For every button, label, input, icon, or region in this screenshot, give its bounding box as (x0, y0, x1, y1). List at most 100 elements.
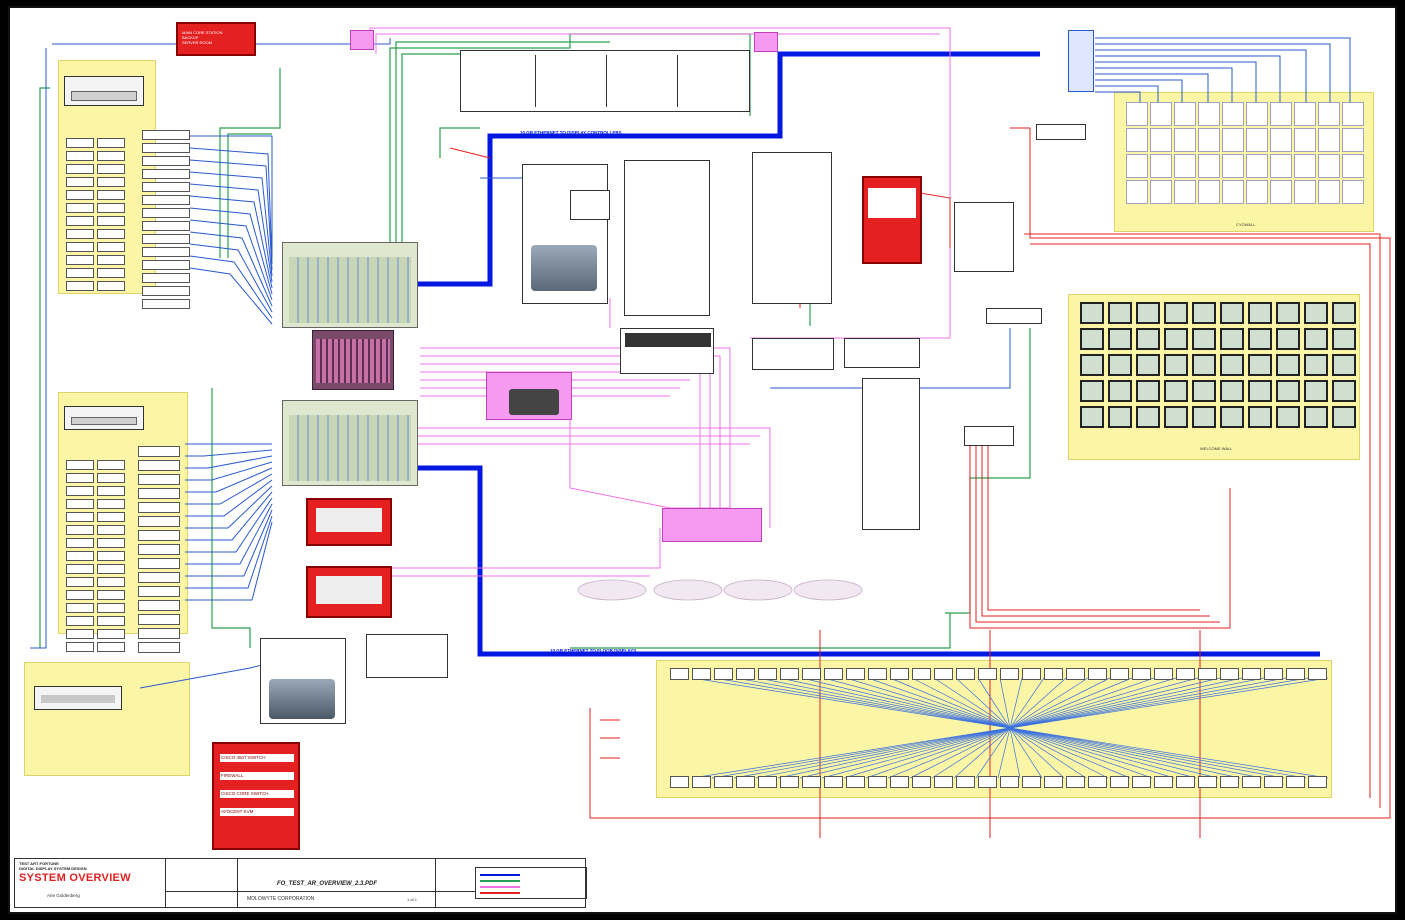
network-item: AVOCENT KVM (220, 808, 294, 816)
cygwall-panel (1318, 128, 1340, 152)
cygwall-connector (1068, 30, 1094, 92)
welcome-monitor (1276, 380, 1300, 402)
cygwall-panel (1174, 102, 1196, 126)
bottom-console (260, 638, 346, 724)
sheet-number: 1 of 1 (407, 897, 417, 902)
cygwall-panel (1174, 128, 1196, 152)
player-cell (66, 203, 94, 213)
player-cell (138, 474, 180, 485)
welcome-monitor (1304, 406, 1328, 428)
cygwall-panel (1294, 180, 1316, 204)
welcome-monitor (1220, 302, 1244, 324)
server-rack-lower (282, 400, 418, 486)
player-cell (66, 255, 94, 265)
player-cell (97, 255, 125, 265)
floor-display (758, 776, 777, 788)
floor-display (912, 668, 931, 680)
player-cell (142, 208, 190, 218)
player-cell (138, 642, 180, 653)
welcome-monitor (1248, 354, 1272, 376)
drawing-title: SYSTEM OVERVIEW (19, 872, 131, 884)
welcome-monitor (1108, 354, 1132, 376)
cygwall-panel (1270, 154, 1292, 178)
player-cell (142, 156, 190, 166)
welcome-monitor (1108, 302, 1132, 324)
player-cell (66, 216, 94, 226)
floor-display (1044, 668, 1063, 680)
welcome-monitor (1108, 380, 1132, 402)
client-line: DIGITAL DISPLAY SYSTEM DESIGN (19, 867, 87, 872)
welcome-monitor (1192, 328, 1216, 350)
player-cell (138, 530, 180, 541)
player-cell (97, 525, 125, 535)
floor-display (1132, 776, 1151, 788)
player-cell (138, 502, 180, 513)
floor-display (846, 668, 865, 680)
welcome-monitor (1248, 380, 1272, 402)
cygwall-panel (1318, 102, 1340, 126)
player-cell (66, 512, 94, 522)
player-cell (66, 242, 94, 252)
player-cell (66, 642, 94, 652)
welcome-monitor (1164, 328, 1188, 350)
floor-display (890, 776, 909, 788)
controller-stack (954, 202, 1014, 272)
player-list-lower (66, 460, 125, 652)
player-cell (97, 616, 125, 626)
red-panel-line: SERVER ROOM (182, 40, 254, 45)
switch-panel-top (460, 50, 750, 112)
player-cell (97, 281, 125, 291)
player-cell (66, 577, 94, 587)
floor-display (1044, 776, 1063, 788)
player-list-upper (66, 138, 125, 291)
player-cell (66, 138, 94, 148)
player-cell (66, 190, 94, 200)
player-cell (66, 460, 94, 470)
player-cell (97, 138, 125, 148)
player-cell (66, 177, 94, 187)
player-cell (97, 577, 125, 587)
floor-display (824, 776, 843, 788)
welcome-monitor (1080, 354, 1104, 376)
player-cell (66, 629, 94, 639)
player-cell (97, 473, 125, 483)
player-cell (66, 164, 94, 174)
patch-panel (312, 330, 394, 390)
player-cell (97, 216, 125, 226)
player-list-lower-right (138, 446, 180, 653)
welcome-monitor (1164, 380, 1188, 402)
player-cell (138, 446, 180, 457)
player-cell (97, 499, 125, 509)
floor-display (1176, 668, 1195, 680)
cygwall-panel (1222, 102, 1244, 126)
player-cell (97, 229, 125, 239)
welcome-monitor (1332, 406, 1356, 428)
touch-panel-box (486, 372, 572, 420)
center-red-panel-2 (306, 566, 392, 618)
floor-display (1308, 776, 1327, 788)
welcome-monitor (1136, 328, 1160, 350)
player-cell (142, 299, 190, 309)
floor-display (736, 776, 755, 788)
player-cell (97, 203, 125, 213)
cygwall-panel (1318, 180, 1340, 204)
floor-display (1286, 776, 1305, 788)
floor-crossover-lines (692, 678, 1328, 778)
player-cell (97, 268, 125, 278)
player-cell (66, 486, 94, 496)
cygwall-panel (1174, 154, 1196, 178)
floor-display (978, 776, 997, 788)
floor-display (912, 776, 931, 788)
diagram-sheet: 10 GB ETHERNET TO DISPLAY CONTROLLERS 10… (8, 6, 1397, 914)
floor-display (692, 668, 711, 680)
floor-display (780, 776, 799, 788)
player-cell (97, 642, 125, 652)
floor-display (1242, 776, 1261, 788)
player-cell (142, 195, 190, 205)
cygwall-panel (1294, 128, 1316, 152)
floor-display (1000, 668, 1019, 680)
rack-unit-lower (64, 406, 144, 430)
welcome-wall-grid (1080, 302, 1356, 428)
floor-display (1308, 668, 1327, 680)
rack-device (71, 417, 137, 425)
